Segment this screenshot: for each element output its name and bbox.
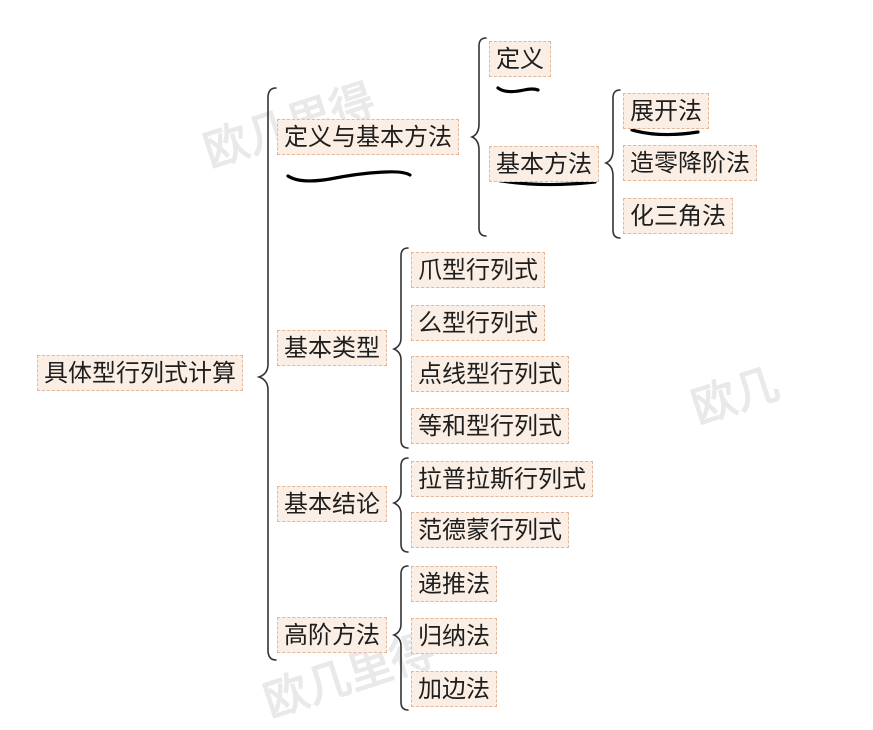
branch-definition-and-methods[interactable]: 定义与基本方法: [277, 119, 459, 155]
advanced-bracket: [391, 565, 409, 711]
node-basic-methods[interactable]: 基本方法: [489, 146, 599, 182]
branch-advanced-methods[interactable]: 高阶方法: [277, 617, 387, 653]
node-zero-reduction-method[interactable]: 造零降阶法: [623, 145, 757, 181]
node-yao-determinant[interactable]: 么型行列式: [411, 305, 545, 341]
conclusions-bracket: [391, 457, 409, 553]
root-bracket: [256, 87, 277, 661]
node-induction-method[interactable]: 归纳法: [411, 618, 497, 654]
methods-bracket: [603, 89, 621, 239]
ink-mark-def-branch: [286, 170, 412, 183]
branch-basic-types[interactable]: 基本类型: [277, 330, 387, 366]
def-bracket: [469, 37, 487, 237]
ink-mark-definition: [496, 86, 540, 94]
node-definition[interactable]: 定义: [489, 41, 551, 77]
ink-mark-expand: [630, 128, 700, 137]
node-laplace-determinant[interactable]: 拉普拉斯行列式: [411, 461, 593, 497]
node-recursion-method[interactable]: 递推法: [411, 566, 497, 602]
types-bracket: [391, 247, 409, 449]
node-expansion-method[interactable]: 展开法: [623, 93, 709, 129]
node-equal-sum-determinant[interactable]: 等和型行列式: [411, 408, 569, 444]
branch-basic-conclusions[interactable]: 基本结论: [277, 486, 387, 522]
node-bordering-method[interactable]: 加边法: [411, 671, 497, 707]
node-dot-line-determinant[interactable]: 点线型行列式: [411, 356, 569, 392]
node-vandermonde-determinant[interactable]: 范德蒙行列式: [411, 512, 569, 548]
node-triangularization-method[interactable]: 化三角法: [623, 198, 733, 234]
root-node[interactable]: 具体型行列式计算: [37, 355, 243, 391]
node-claw-determinant[interactable]: 爪型行列式: [411, 252, 545, 288]
